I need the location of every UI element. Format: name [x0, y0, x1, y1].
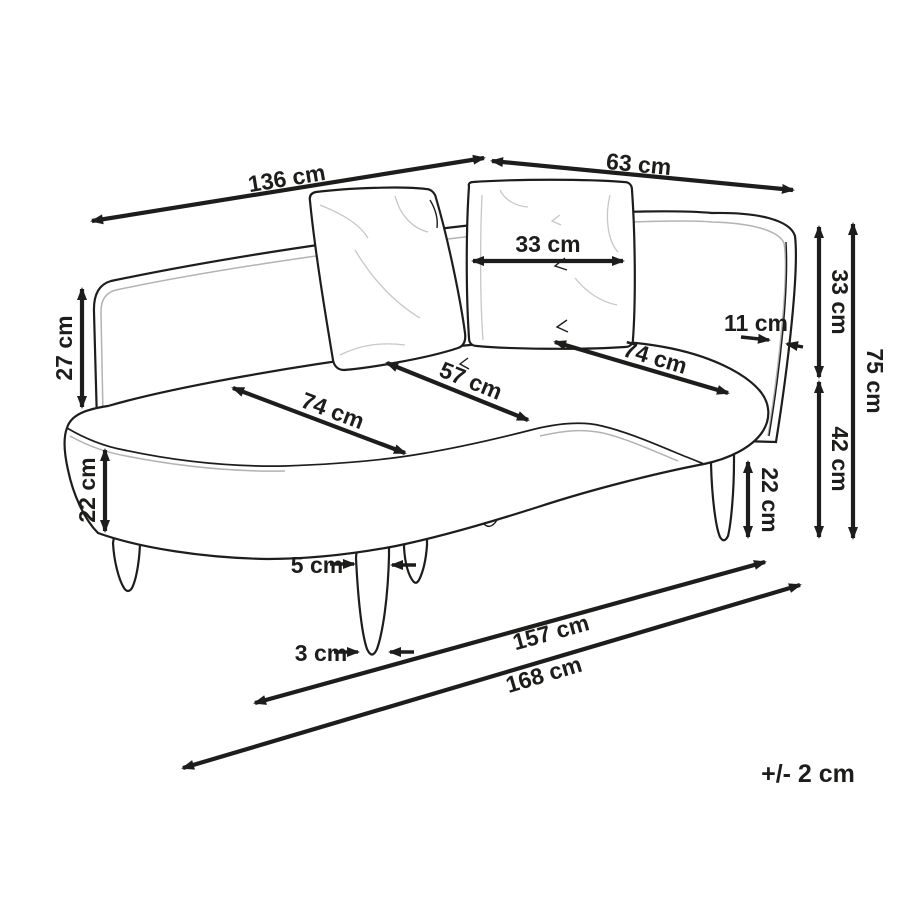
- dim-backrest-thickness: 11 cm: [724, 310, 804, 351]
- seat-seam-echo-right: [539, 429, 679, 462]
- cushion-right-outline: [465, 178, 636, 350]
- cushion-left-outline: [308, 186, 467, 372]
- dimension-arrows: 136 cm 63 cm 33 cm 11 cm 27 cm 22 cm: [51, 148, 888, 788]
- cushion-right-fold-right: [606, 194, 619, 253]
- dim-cushion-width: 33 cm: [471, 231, 625, 266]
- dim-label-backrest-above-seat: 33 cm: [827, 269, 853, 334]
- cushion-right-crease-2: [555, 319, 569, 333]
- dim-leg-height: 22 cm: [743, 460, 783, 539]
- dim-label-leg-width-top: 5 cm: [291, 552, 343, 578]
- cushion-right-fold-mid: [574, 277, 618, 306]
- dim-label-backrest-thickness: 11 cm: [724, 310, 788, 336]
- dim-label-leg-width-bottom: 3 cm: [295, 640, 347, 666]
- leg-front-middle: [354, 544, 391, 656]
- dim-leg-width-top: 5 cm: [291, 552, 416, 578]
- dim-overall-length: 168 cm: [181, 582, 802, 771]
- dim-back-edge-right: 63 cm: [490, 148, 795, 194]
- dim-overall-height: 75 cm: [848, 222, 888, 540]
- leg-front-left: [111, 529, 142, 593]
- seat-seam-echo-left: [69, 435, 286, 472]
- leg-back-right: [709, 451, 736, 542]
- dim-label-base-height: 22 cm: [74, 457, 100, 522]
- seat-front-seam: [66, 422, 705, 467]
- dim-label-seat-height: 42 cm: [827, 426, 853, 491]
- dim-base-height: 22 cm: [74, 448, 110, 533]
- tolerance-note: +/- 2 cm: [761, 760, 855, 788]
- cushion-left: [308, 186, 470, 372]
- dim-backrest-height-left: 27 cm: [51, 287, 87, 409]
- dim-label-leg-height: 22 cm: [757, 467, 783, 532]
- dim-label-back-edge-right: 63 cm: [605, 148, 672, 180]
- cushion-right: [465, 178, 636, 350]
- backrest-right-edge-seam: [768, 241, 788, 437]
- base-bottom-notch: [482, 519, 498, 528]
- cushion-left-fold-3: [354, 249, 421, 319]
- dim-seat-height: 42 cm: [814, 380, 853, 539]
- cushion-left-fold-4: [339, 343, 406, 356]
- dim-label-backrest-height-left: 27 cm: [51, 315, 77, 380]
- dim-label-overall-length: 168 cm: [503, 651, 585, 698]
- dim-label-overall-height: 75 cm: [862, 348, 888, 413]
- cushion-right-crease-3: [550, 214, 562, 226]
- dim-label-cushion-width: 33 cm: [515, 231, 580, 257]
- dim-backrest-above-seat: 33 cm: [814, 225, 853, 379]
